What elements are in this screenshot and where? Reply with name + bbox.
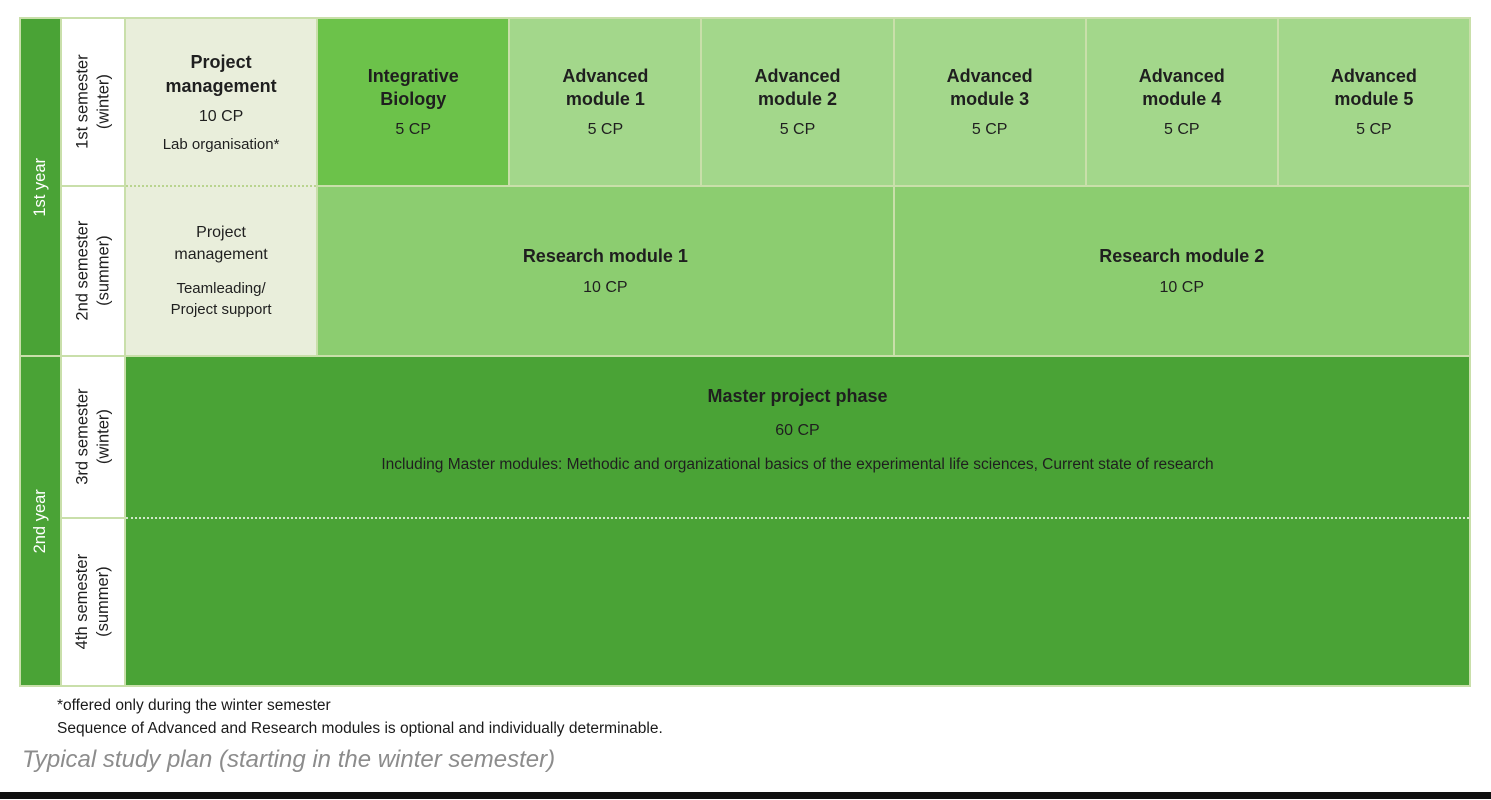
integrative-biology-title: Integrative Biology: [367, 65, 459, 109]
semester-1-label: 1st semester (winter): [72, 55, 113, 149]
footnote-winter-only: *offered only during the winter semester: [57, 697, 331, 714]
semester-divider-dotted-line: [126, 517, 1469, 519]
project-management-title: Project management: [165, 52, 277, 96]
semester-1-season: (winter): [94, 74, 113, 130]
advanced-module-2-cp: 5 CP: [779, 121, 816, 139]
project-management-cell: Project management 10 CP Lab organisatio…: [126, 19, 317, 355]
advanced-module-1-title: Advanced module 1: [562, 65, 649, 109]
lab-organisation-label: Lab organisation*: [162, 135, 280, 153]
semester-4-label: 4th semester (summer): [72, 554, 113, 649]
semester-1-cell: 1st semester (winter): [62, 19, 124, 185]
integrative-biology-cell: Integrative Biology 5 CP: [318, 19, 509, 185]
research-module-1-title: Research module 1: [522, 246, 688, 267]
semester-4-season: (summer): [94, 566, 112, 638]
year-2-label: 2nd year: [31, 488, 50, 554]
semester-3-name: 3rd semester: [73, 388, 92, 486]
advanced-module-2-title: Advanced module 2: [754, 65, 841, 109]
semester-4-cell: 4th semester (summer): [62, 519, 124, 685]
semester-3-cell: 3rd semester (winter): [62, 357, 124, 517]
advanced-module-5-cp: 5 CP: [1356, 121, 1392, 139]
master-project-phase-cell: Master project phase 60 CP Including Mas…: [126, 357, 1469, 685]
project-management-winter: Project management 10 CP Lab organisatio…: [126, 19, 316, 185]
semester-3-label: 3rd semester (winter): [72, 389, 113, 485]
research-module-1-cp: 10 CP: [583, 278, 628, 296]
advanced-module-3-cp: 5 CP: [971, 121, 1008, 139]
advanced-module-1-cell: Advanced module 1 5 CP: [510, 19, 701, 185]
advanced-module-3-title: Advanced module 3: [946, 65, 1033, 109]
advanced-module-3-cell: Advanced module 3 5 CP: [894, 19, 1085, 185]
study-plan-table: 1st year 2nd year 1st semester (winter) …: [19, 17, 1471, 687]
research-module-2-cp: 10 CP: [1159, 278, 1204, 296]
integrative-biology-cp: 5 CP: [395, 121, 431, 139]
project-management-summer: Project management Teamleading/ Project …: [126, 185, 317, 355]
master-project-detail: Including Master modules: Methodic and o…: [381, 456, 1214, 474]
semester-2-season: (summer): [94, 235, 112, 307]
project-management-cp: 10 CP: [198, 107, 244, 125]
bottom-divider-bar: [0, 792, 1491, 799]
footnote-sequence: Sequence of Advanced and Research module…: [57, 720, 663, 738]
research-module-1-cell: Research module 1 10 CP: [318, 187, 893, 355]
year-1-label: 1st year: [31, 157, 50, 217]
semester-2-cell: 2nd semester (summer): [62, 187, 124, 355]
semester-2-label: 2nd semester (summer): [72, 221, 113, 321]
advanced-module-5-title: Advanced module 5: [1330, 65, 1417, 109]
research-module-2-title: Research module 2: [1099, 246, 1265, 267]
semester-1-name: 1st semester: [73, 54, 92, 150]
advanced-module-2-cell: Advanced module 2 5 CP: [702, 19, 893, 185]
advanced-module-4-title: Advanced module 4: [1138, 65, 1225, 109]
advanced-module-5-cell: Advanced module 5 5 CP: [1278, 19, 1469, 185]
semester-2-name: 2nd semester: [73, 221, 92, 321]
footnotes: *offered only during the winter semester…: [57, 694, 663, 741]
advanced-module-4-cell: Advanced module 4 5 CP: [1086, 19, 1277, 185]
semester-3-season: (winter): [94, 409, 113, 465]
master-project-cp: 60 CP: [775, 422, 820, 440]
project-management-summer-title: Project management: [174, 224, 268, 263]
year-1-cell: 1st year: [21, 19, 60, 355]
teamleading-label: Teamleading/ Project support: [170, 280, 272, 318]
figure-caption: Typical study plan (starting in the wint…: [22, 746, 556, 773]
master-project-title: Master project phase: [707, 386, 888, 406]
advanced-module-4-cp: 5 CP: [1163, 121, 1200, 139]
year-2-cell: 2nd year: [21, 357, 60, 685]
advanced-module-1-cp: 5 CP: [587, 121, 624, 139]
research-module-2-cell: Research module 2 10 CP: [894, 187, 1469, 355]
semester-4-name: 4th semester: [73, 554, 92, 650]
